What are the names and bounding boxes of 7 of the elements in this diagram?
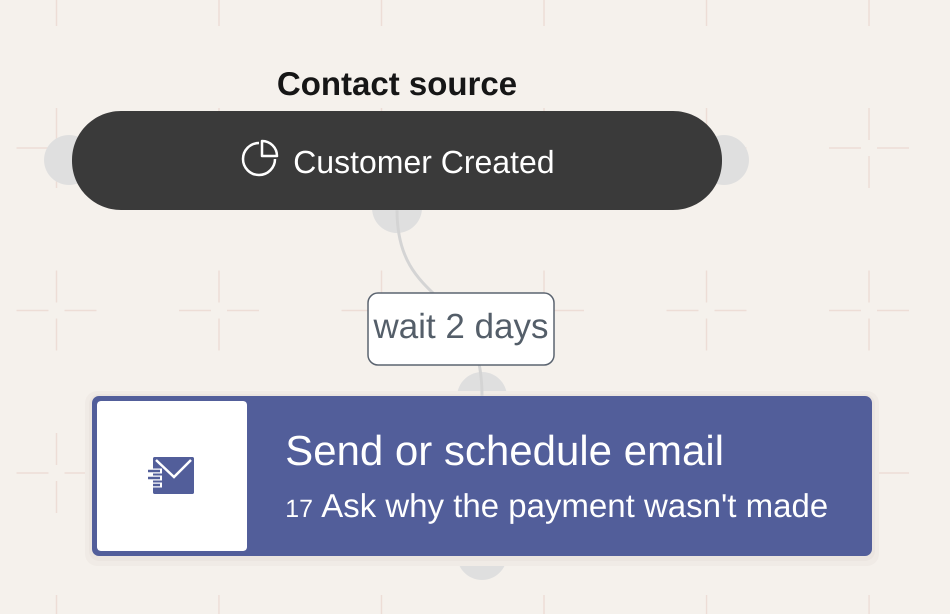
heading: Contact source [278, 72, 516, 96]
card-title: Send or schedule email [287, 434, 722, 466]
step-number: 17 [287, 500, 312, 517]
trigger-label: Customer Created [294, 150, 553, 174]
card-subtitle: Ask why the payment wasn't made [321, 493, 827, 524]
action-card [85, 391, 879, 566]
edge-label: wait 2 days [367, 292, 555, 366]
